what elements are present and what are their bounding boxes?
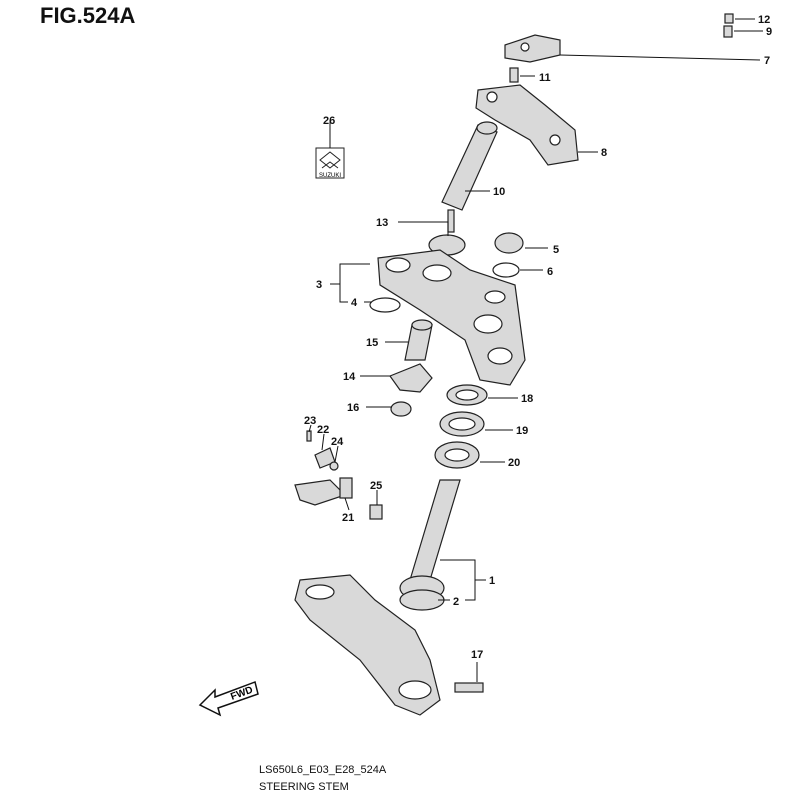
steering-stem-shaft <box>409 479 461 581</box>
callout-17: 17 <box>471 649 483 661</box>
figure-title: FIG.524A <box>40 3 136 28</box>
washer-4 <box>369 297 401 313</box>
bolt-9 <box>723 25 733 38</box>
callout-13: 13 <box>376 217 388 229</box>
callout-25: 25 <box>370 480 382 492</box>
fwd-arrow: FWD <box>198 681 259 717</box>
callout-11: 11 <box>539 72 551 84</box>
suzuki-logo-emblem: SUZUKI <box>315 147 345 179</box>
callout-20: 20 <box>508 457 520 469</box>
callout-26: 26 <box>323 115 335 127</box>
callout-2: 2 <box>453 596 459 608</box>
callout-24: 24 <box>331 436 344 448</box>
callout-16: 16 <box>347 402 359 414</box>
bolt-11 <box>509 67 519 83</box>
callout-21: 21 <box>342 512 354 524</box>
washer-6 <box>492 262 520 278</box>
callout-9: 9 <box>766 26 772 38</box>
bolt-17 <box>454 682 484 693</box>
callout-7: 7 <box>764 55 770 67</box>
callout-23: 23 <box>304 415 316 427</box>
callout-22: 22 <box>317 424 329 436</box>
handlebar-holder-lower <box>475 67 579 166</box>
callout-5: 5 <box>553 244 559 256</box>
callout-10: 10 <box>493 186 505 198</box>
callout-15: 15 <box>366 337 378 349</box>
callout-4: 4 <box>351 297 358 309</box>
footer-code: LS650L6_E03_E28_524A <box>259 764 387 776</box>
callout-1: 1 <box>489 575 495 587</box>
footer-name: STEERING STEM <box>259 781 349 793</box>
callout-6: 6 <box>547 266 553 278</box>
callout-19: 19 <box>516 425 528 437</box>
logo-text: SUZUKI <box>319 173 341 179</box>
cushion-14 <box>389 363 433 393</box>
nut-5 <box>494 232 524 254</box>
handlebar-post <box>441 124 498 211</box>
callout-18: 18 <box>521 393 533 405</box>
lower-bracket <box>294 574 441 716</box>
upper-bracket <box>377 249 526 386</box>
handlebar-holder-upper <box>504 13 734 63</box>
callout-14: 14 <box>343 371 356 383</box>
callout-12: 12 <box>758 14 770 26</box>
callout-8: 8 <box>601 147 607 159</box>
callout-3: 3 <box>316 279 322 291</box>
bolt-12 <box>724 13 734 24</box>
cap-16 <box>390 401 412 417</box>
